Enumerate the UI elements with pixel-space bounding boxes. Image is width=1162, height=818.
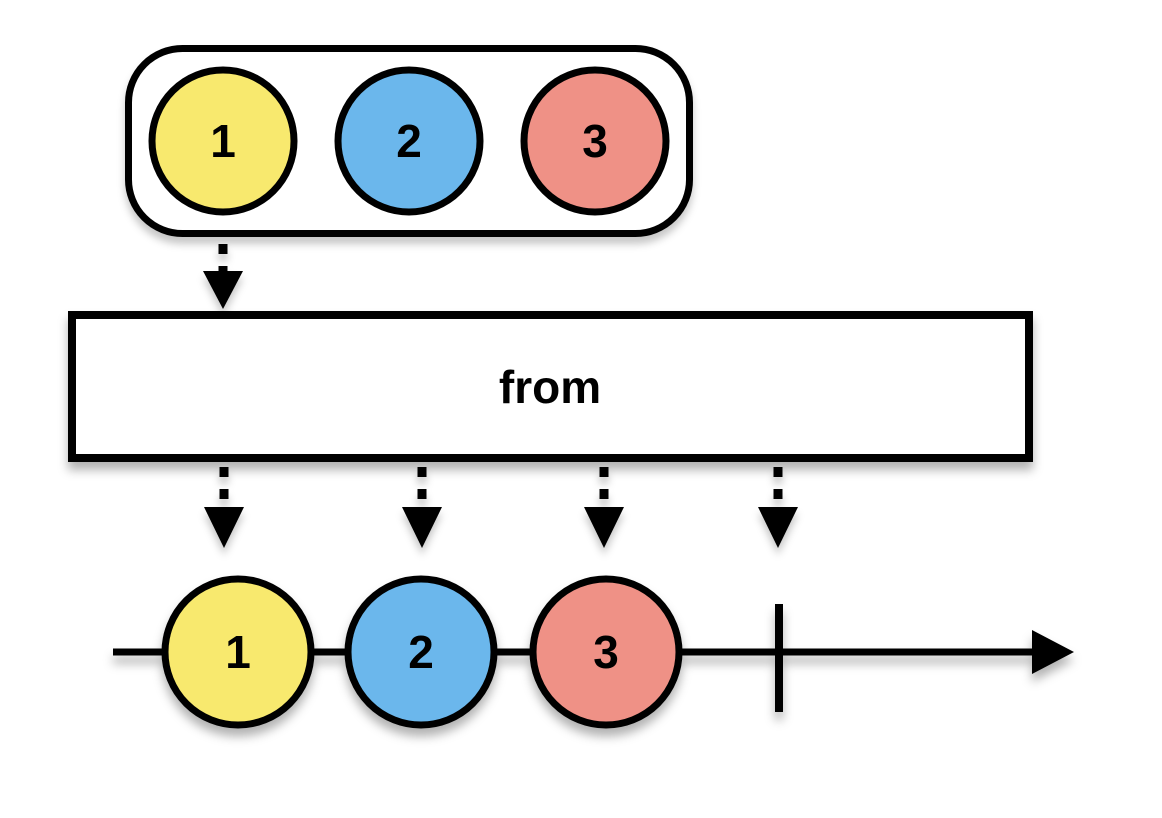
input-marble-1: 1 <box>148 66 298 216</box>
input-dashed-arrowhead-icon <box>203 271 243 309</box>
output-marble-3: 3 <box>529 575 683 729</box>
output-dashed-arrowhead-3-icon <box>584 507 624 548</box>
output-marble-1-label: 1 <box>225 626 251 678</box>
input-marble-2: 2 <box>334 66 484 216</box>
output-dashed-arrowhead-1-icon <box>204 507 244 548</box>
input-marble-3: 3 <box>520 66 670 216</box>
input-marble-1-circle <box>148 66 298 216</box>
input-dashed-arrow-icon <box>203 244 243 309</box>
operator-label: from <box>499 361 601 413</box>
output-dashed-arrow-2-icon <box>402 467 442 548</box>
operator-box-group: from <box>68 311 1033 462</box>
output-dashed-arrow-1-icon <box>204 467 244 548</box>
input-marble-2-circle <box>334 66 484 216</box>
input-marble-1-label: 1 <box>210 115 236 167</box>
operator-box <box>68 311 1033 462</box>
output-timeline-group: 1 2 3 <box>113 575 1074 729</box>
output-marble-3-circle <box>529 575 683 729</box>
output-marble-1: 1 <box>161 575 315 729</box>
input-marble-2-label: 2 <box>396 115 422 167</box>
output-marble-2-label: 2 <box>408 626 434 678</box>
timeline-arrowhead-icon <box>1032 630 1074 674</box>
output-dashed-arrow-3-icon <box>584 467 624 548</box>
input-marble-3-label: 3 <box>582 115 608 167</box>
output-marble-1-circle <box>161 575 315 729</box>
output-marble-2-circle <box>344 575 498 729</box>
output-marble-3-label: 3 <box>593 626 619 678</box>
input-collection-group: 1 2 3 <box>125 45 693 237</box>
input-marble-3-circle <box>520 66 670 216</box>
output-dashed-arrow-4-icon <box>758 467 798 548</box>
output-dashed-arrowhead-4-icon <box>758 507 798 548</box>
output-dashed-arrowhead-2-icon <box>402 507 442 548</box>
output-marble-2: 2 <box>344 575 498 729</box>
